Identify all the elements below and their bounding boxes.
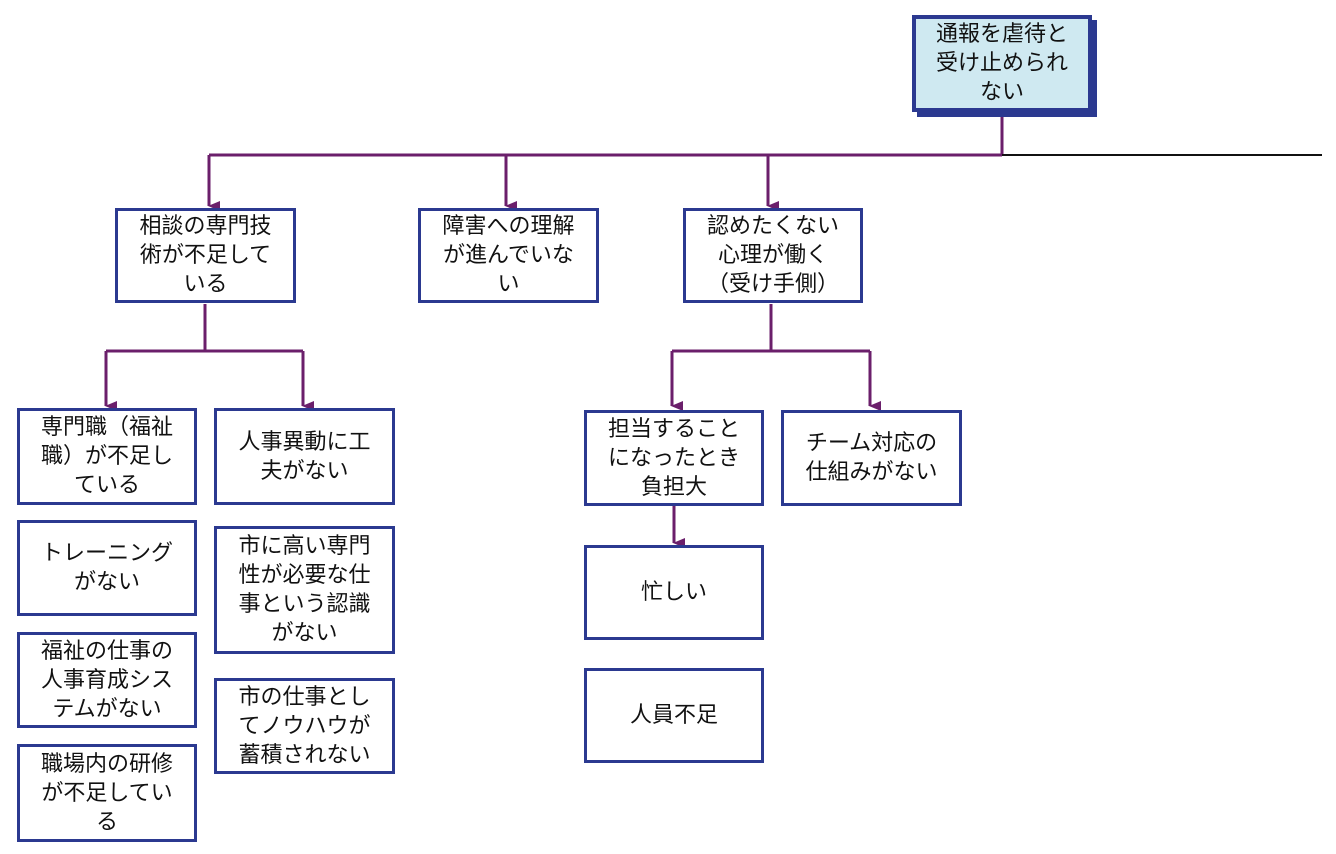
knowhow-line-3: 蓄積されない xyxy=(238,742,371,768)
cause-box-lack-of-disability-understanding: 障害への理解 が進んでいな い xyxy=(418,208,599,303)
personnel-line-1: 人事異動に工 xyxy=(238,429,371,455)
box-know-how-not-accumulated: 市の仕事とし てノウハウが 蓄積されない xyxy=(214,678,395,774)
specialist-line-3: ている xyxy=(73,473,140,498)
cause-psych-line-2: 心理が働く xyxy=(717,243,828,268)
awareness-line-1: 市に高い専門 xyxy=(238,534,371,559)
cause-skill-line-3: いる xyxy=(183,272,228,297)
staff-shortage-line-1: 人員不足 xyxy=(629,703,718,728)
hr-system-line-2: 人事育成シス xyxy=(40,667,173,693)
burden-line-3: 負担大 xyxy=(640,474,707,500)
busy-line-1: 忙しい xyxy=(640,580,707,605)
cause-box-reluctant-psychology: 認めたくない 心理が働く （受け手側） xyxy=(683,208,863,303)
root-box-not-recognized-as-abuse: 通報を虐待と 受け止められ ない xyxy=(912,15,1092,112)
root-line-2: 受け止められ xyxy=(935,51,1068,76)
cause-psych-line-3: （受け手側） xyxy=(706,272,839,297)
workplace-training-line-1: 職場内の研修 xyxy=(40,751,173,777)
cause-understanding-line-2: が進んでいな xyxy=(443,243,574,268)
knowhow-line-1: 市の仕事とし xyxy=(238,684,371,710)
training-line-1: トレーニング xyxy=(40,541,173,566)
box-no-welfare-hr-development-system: 福祉の仕事の 人事育成シス テムがない xyxy=(17,632,197,728)
cause-understanding-line-1: 障害への理解 xyxy=(442,214,575,239)
box-lack-of-specialist-staff: 専門職（福祉 職）が不足し ている xyxy=(17,408,197,505)
cause-skill-line-2: 術が不足して xyxy=(139,243,272,268)
team-line-2: 仕組みがない xyxy=(805,460,938,485)
box-heavy-burden-when-assigned: 担当すること になったとき 負担大 xyxy=(584,410,764,506)
box-no-awareness-of-expertise-need: 市に高い専門 性が必要な仕 事という認識 がない xyxy=(214,526,395,654)
root-line-1: 通報を虐待と xyxy=(935,22,1068,47)
root-line-3: ない xyxy=(979,80,1024,105)
box-no-personnel-rotation-ingenuity: 人事異動に工 夫がない xyxy=(214,408,395,505)
cause-box-lack-of-consultation-skill: 相談の専門技 術が不足して いる xyxy=(115,208,296,303)
knowhow-line-2: てノウハウが xyxy=(238,713,371,739)
hr-system-line-3: テムがない xyxy=(52,696,162,722)
box-busy: 忙しい xyxy=(584,545,764,640)
team-line-1: チーム対応の xyxy=(805,431,938,456)
hr-system-line-1: 福祉の仕事の xyxy=(40,638,173,664)
training-line-2: がない xyxy=(73,570,140,595)
workplace-training-line-3: る xyxy=(95,809,118,835)
awareness-line-4: がない xyxy=(271,621,338,646)
cause-skill-line-1: 相談の専門技 xyxy=(139,214,272,239)
awareness-line-2: 性が必要な仕 xyxy=(238,563,371,588)
awareness-line-3: 事という認識 xyxy=(238,592,371,617)
box-no-team-response-system: チーム対応の 仕組みがない xyxy=(781,410,962,506)
personnel-line-2: 夫がない xyxy=(260,458,349,484)
cause-understanding-line-3: い xyxy=(497,272,520,297)
workplace-training-line-2: が不足してい xyxy=(41,780,173,806)
specialist-line-2: 職）が不足し xyxy=(40,444,173,469)
box-no-training: トレーニング がない xyxy=(17,520,197,616)
burden-line-1: 担当すること xyxy=(607,416,740,442)
cause-psych-line-1: 認めたくない xyxy=(706,214,839,239)
burden-line-2: になったとき xyxy=(607,445,740,471)
box-lack-of-workplace-training: 職場内の研修 が不足してい る xyxy=(17,744,197,842)
specialist-line-1: 専門職（福祉 xyxy=(40,415,173,440)
box-staff-shortage: 人員不足 xyxy=(584,668,764,763)
